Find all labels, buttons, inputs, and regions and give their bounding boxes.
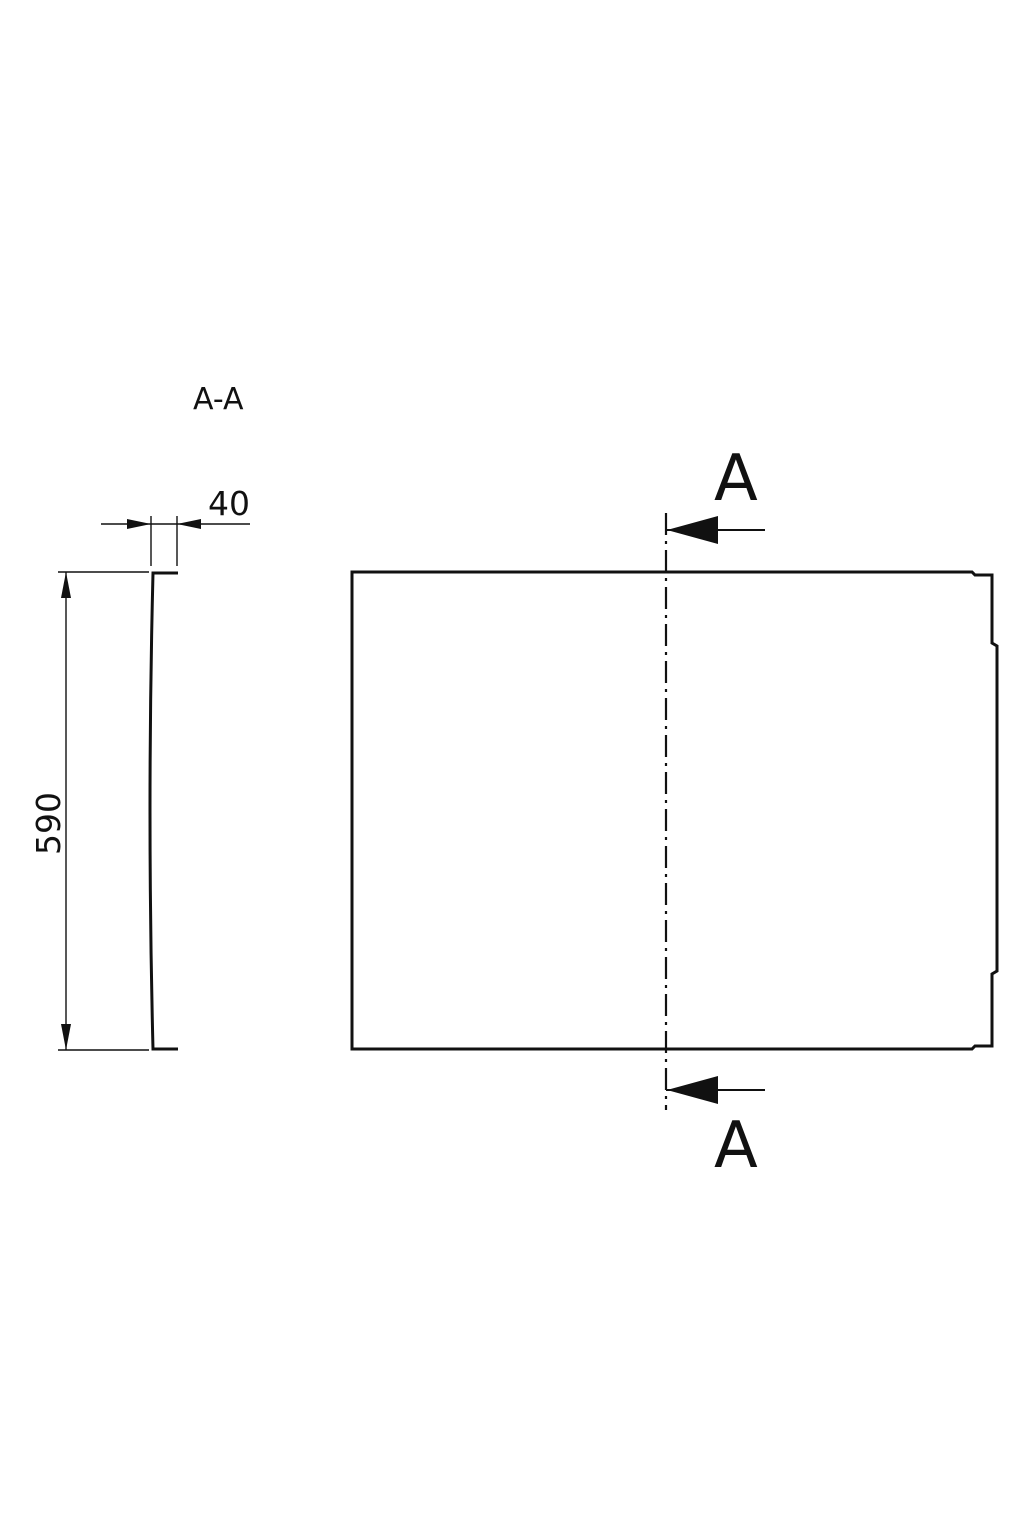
width-arrow-left bbox=[127, 519, 151, 529]
section-view: 40 590 bbox=[29, 484, 250, 1051]
section-profile bbox=[148, 571, 178, 1051]
width-arrow-right bbox=[177, 519, 201, 529]
cut-arrow-bottom bbox=[666, 1076, 765, 1104]
height-dimension: 590 bbox=[29, 571, 149, 1051]
width-dimension-text: 40 bbox=[208, 484, 250, 523]
cut-arrow-top bbox=[666, 516, 765, 544]
cut-label-top: A bbox=[714, 442, 758, 516]
height-arrow-bottom bbox=[61, 1024, 71, 1050]
front-view: A A bbox=[350, 442, 999, 1183]
height-dimension-text: 590 bbox=[29, 792, 68, 855]
panel-outline bbox=[350, 570, 999, 1051]
cut-label-bottom: A bbox=[714, 1109, 758, 1183]
section-title: A-A bbox=[193, 382, 244, 417]
width-dimension: 40 bbox=[101, 484, 250, 566]
height-arrow-top bbox=[61, 572, 71, 598]
